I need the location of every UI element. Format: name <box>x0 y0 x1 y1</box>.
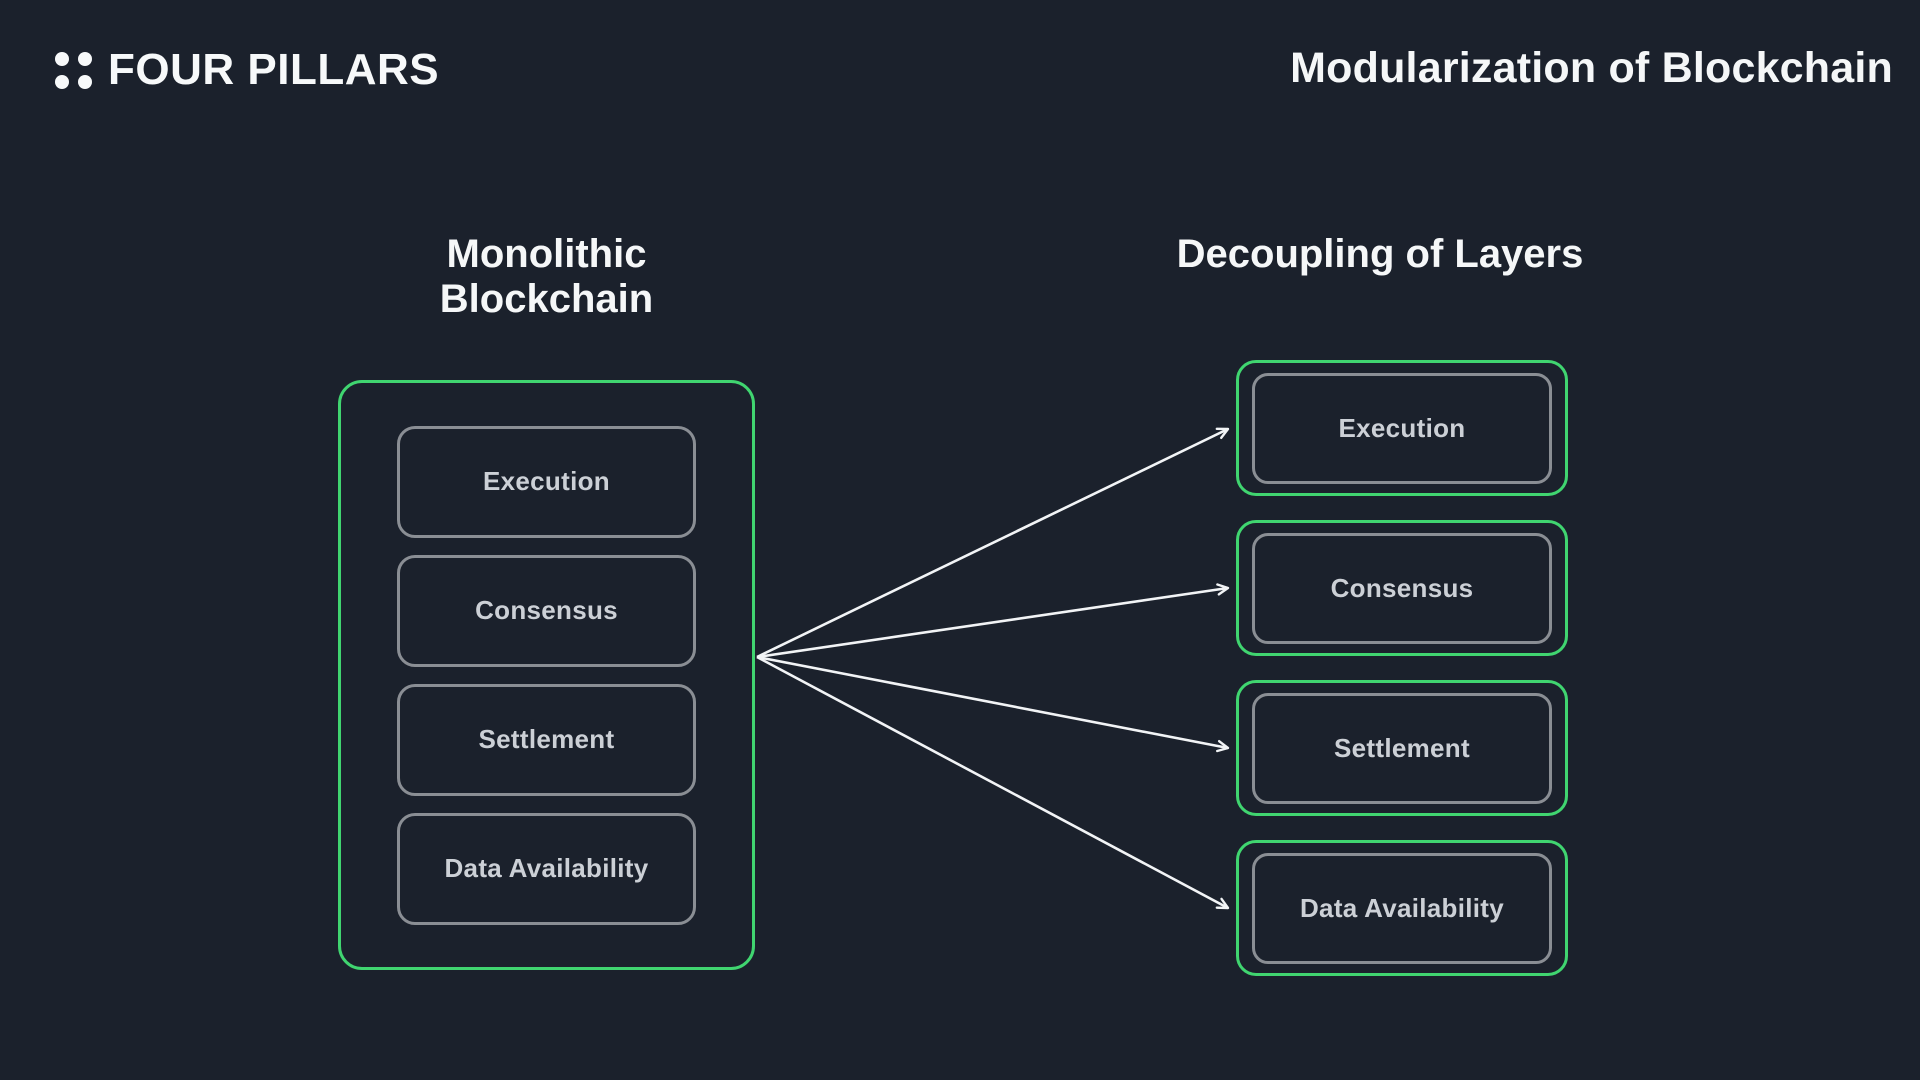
brand-logo: FOUR PILLARS <box>55 48 439 92</box>
four-dots-logo-icon <box>55 51 92 89</box>
logo-dot <box>78 74 92 89</box>
logo-dot <box>78 51 92 66</box>
monolithic-heading: Monolithic Blockchain <box>439 232 654 321</box>
decoupled-label-data-availability: Data Availability <box>1252 852 1552 964</box>
decoupled-box-settlement: Settlement <box>1236 680 1568 816</box>
brand-name: FOUR PILLARS <box>108 45 440 94</box>
layer-box-data-availability: Data Availability <box>397 812 696 925</box>
layer-box-settlement: Settlement <box>397 683 696 796</box>
layer-box-consensus: Consensus <box>397 554 696 667</box>
arrow-to-data-availability <box>756 655 1230 910</box>
decoupled-box-data-availability: Data Availability <box>1236 840 1568 976</box>
decoupled-label-execution: Execution <box>1252 372 1552 484</box>
decoupled-label-settlement: Settlement <box>1252 692 1552 804</box>
logo-dot <box>55 51 69 66</box>
decoupled-box-execution: Execution <box>1236 360 1568 496</box>
slide-title: Modularization of Blockchain <box>1290 44 1893 92</box>
monolithic-container: Execution Consensus Settlement Data Avai… <box>338 380 755 970</box>
arrow-to-consensus <box>756 583 1230 659</box>
decoupling-heading: Decoupling of Layers <box>1176 232 1584 276</box>
arrow-to-settlement <box>756 655 1230 753</box>
layer-box-execution: Execution <box>397 425 696 538</box>
decoupled-label-consensus: Consensus <box>1252 532 1552 644</box>
decoupled-box-consensus: Consensus <box>1236 520 1568 656</box>
arrow-to-execution <box>756 427 1230 659</box>
logo-dot <box>55 74 69 89</box>
